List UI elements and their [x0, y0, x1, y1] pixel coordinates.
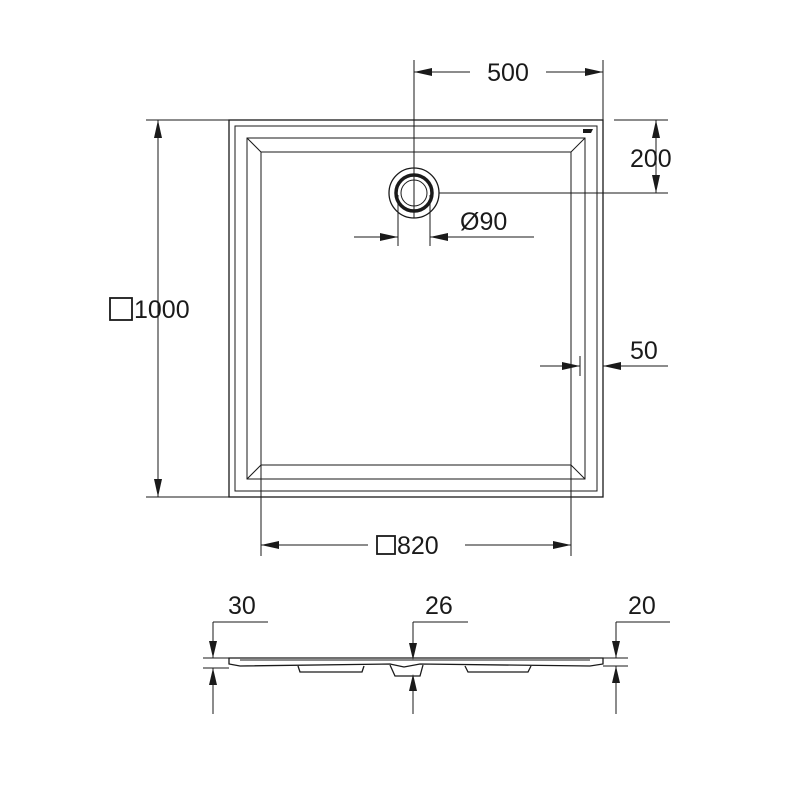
dim-20-label: 20	[628, 592, 656, 620]
dim-50-label: 50	[630, 337, 658, 365]
corner-line-br	[570, 464, 586, 480]
dim-26-arrow-bottom	[409, 674, 417, 691]
dim-1000-arrow-bottom	[154, 479, 162, 497]
tray-rim-line-2	[246, 137, 586, 480]
dim-820-arrow-right	[553, 541, 571, 549]
dim-200-label: 200	[630, 145, 672, 173]
corner-line-bl	[246, 464, 262, 480]
tray-outer-edge	[228, 119, 604, 498]
dim-820-arrow-left	[261, 541, 279, 549]
dim-500-label: 500	[487, 59, 529, 87]
corner-line-tl	[246, 137, 262, 153]
plan-view: 500 200 Ø90 1000 50	[109, 59, 672, 560]
tray-rim-line-1	[234, 125, 598, 492]
tray-foot-right	[464, 665, 532, 673]
dim-50-arrow-left	[562, 362, 580, 370]
corner-line-tr	[570, 137, 586, 153]
dim-26-label: 26	[425, 592, 453, 620]
dim-30-arrow-top	[209, 641, 217, 658]
dim-1000-label: 1000	[134, 296, 190, 324]
dim-90-arrow-left	[380, 233, 398, 241]
tray-section-profile	[228, 657, 604, 668]
dim-20-arrow-bottom	[612, 666, 620, 683]
tray-drain-body	[389, 664, 424, 677]
dim-30-arrow-bottom	[209, 668, 217, 685]
dim-50-arrow-right	[603, 362, 621, 370]
dim-26-arrow-top	[409, 643, 417, 660]
section-view: 30 26 20	[203, 592, 670, 714]
dim-1000-arrow-top	[154, 120, 162, 138]
dim-500-arrow-right	[585, 68, 603, 76]
dim-90-arrow-right	[430, 233, 448, 241]
tray-foot-left	[297, 665, 365, 673]
dim-200-arrow-top	[652, 120, 660, 138]
brand-mark-icon	[583, 129, 593, 133]
dim-20-arrow-top	[612, 641, 620, 658]
dim-90-label: Ø90	[460, 208, 507, 236]
dim-500-arrow-left	[414, 68, 432, 76]
square-symbol-icon	[109, 297, 133, 321]
square-symbol-icon-2	[376, 535, 396, 555]
dim-30-label: 30	[228, 592, 256, 620]
dim-820-label: 820	[397, 532, 439, 560]
tray-inner-basin	[260, 151, 572, 466]
dim-200-arrow-bottom	[652, 175, 660, 193]
